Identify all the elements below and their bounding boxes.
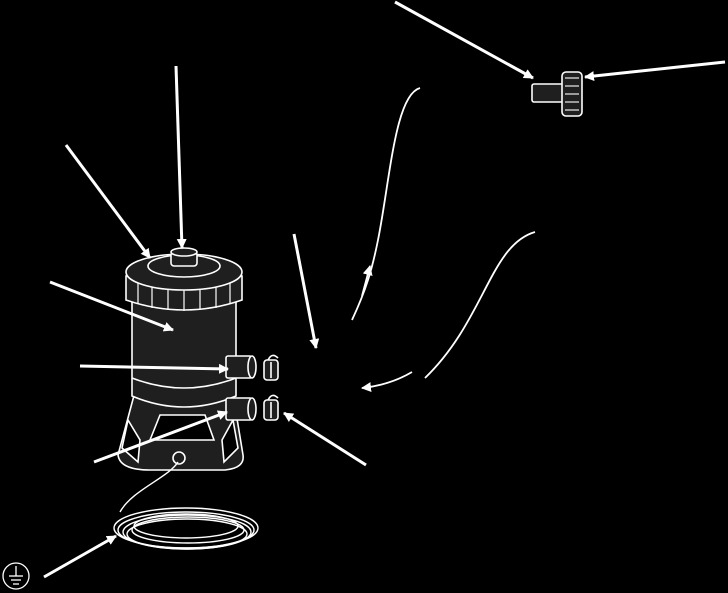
power-cord-lead	[119, 461, 179, 513]
air-release-valve-cap	[170, 247, 198, 257]
flow-line-intake-arrow	[361, 371, 413, 393]
pointer-to-pump-lid	[64, 144, 152, 259]
pointer-to-strainer-nut	[584, 60, 726, 82]
pointer-to-lower-port	[93, 410, 228, 464]
strainer-connector	[531, 71, 583, 117]
pump-body-band	[131, 377, 237, 389]
pointer-to-strainer-nozzle	[394, 0, 534, 80]
power-cord-coil	[113, 461, 259, 550]
water-flow-lines	[351, 87, 536, 393]
pointer-to-power-cord	[43, 534, 117, 579]
pointer-to-lower-clamp	[283, 411, 367, 467]
pointer-to-upper-clamp	[292, 233, 320, 349]
flow-line-return	[351, 87, 421, 321]
pointer-to-air-release-valve	[174, 65, 187, 249]
hose-clamp-lower	[263, 394, 279, 421]
hose-clamp-upper	[263, 354, 279, 381]
flow-line-intake	[424, 231, 536, 379]
ground-icon	[2, 562, 30, 590]
pump-lower-port	[225, 397, 257, 421]
pump-upper-port	[225, 355, 257, 379]
pointer-arrows	[43, 0, 726, 579]
flow-line-return-arrow	[361, 265, 373, 297]
filter-pump	[117, 247, 257, 471]
pointer-to-upper-port	[79, 363, 229, 374]
strainer-nozzle	[531, 83, 565, 103]
power-cord-socket	[172, 451, 186, 465]
strainer-nut-ridges	[565, 77, 579, 111]
pointer-to-pump-body	[49, 280, 174, 332]
pump-base-right-foot	[221, 417, 239, 464]
pump-base-left-foot	[121, 417, 141, 464]
pump-body	[131, 291, 237, 408]
